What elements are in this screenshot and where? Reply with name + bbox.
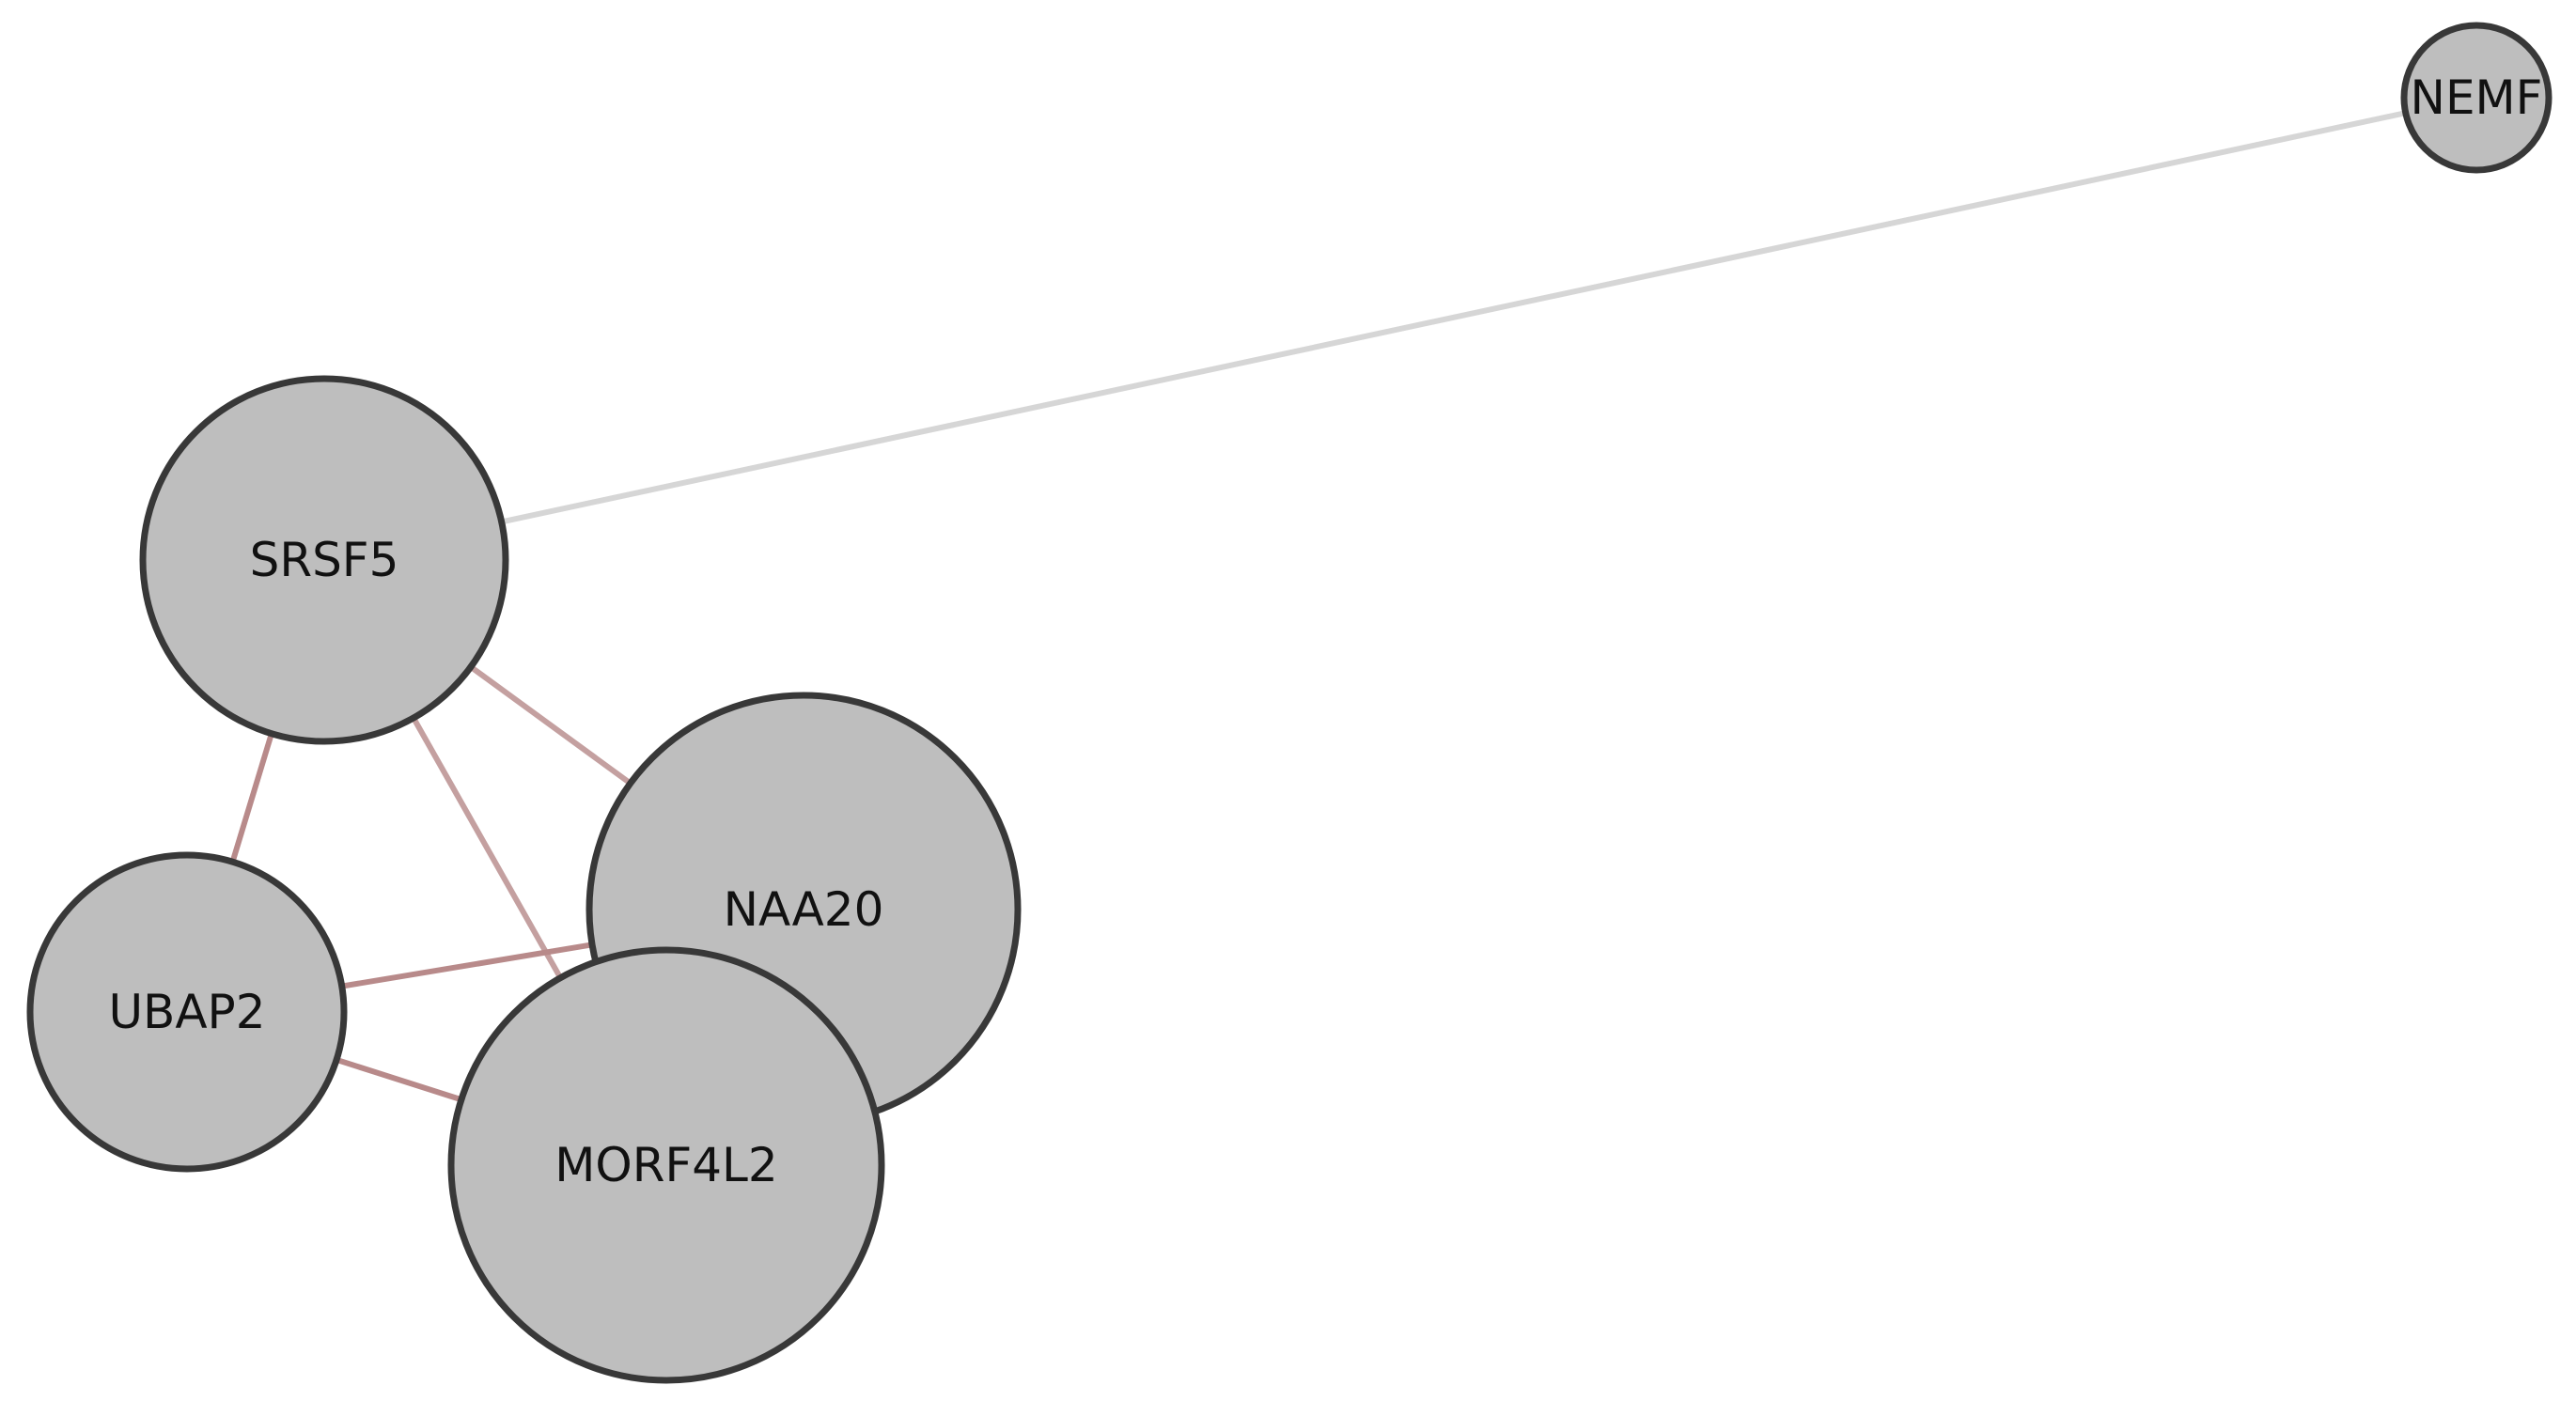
node-morf4l2[interactable]: MORF4L2 bbox=[447, 946, 885, 1384]
node-nemf[interactable]: NEMF bbox=[2400, 22, 2553, 174]
node-label-morf4l2: MORF4L2 bbox=[554, 1138, 777, 1192]
node-circle-srsf5[interactable] bbox=[139, 375, 509, 745]
node-label-ubap2: UBAP2 bbox=[108, 985, 265, 1039]
node-circle-morf4l2[interactable] bbox=[447, 946, 885, 1384]
node-label-nemf: NEMF bbox=[2411, 70, 2543, 125]
node-srsf5[interactable]: SRSF5 bbox=[139, 375, 509, 745]
node-ubap2[interactable]: UBAP2 bbox=[26, 851, 348, 1173]
node-circle-ubap2[interactable] bbox=[26, 851, 348, 1173]
edge-srsf5-nemf bbox=[323, 95, 2477, 563]
node-label-naa20: NAA20 bbox=[724, 882, 884, 937]
node-label-srsf5: SRSF5 bbox=[250, 533, 399, 587]
node-circle-nemf[interactable] bbox=[2400, 22, 2553, 174]
